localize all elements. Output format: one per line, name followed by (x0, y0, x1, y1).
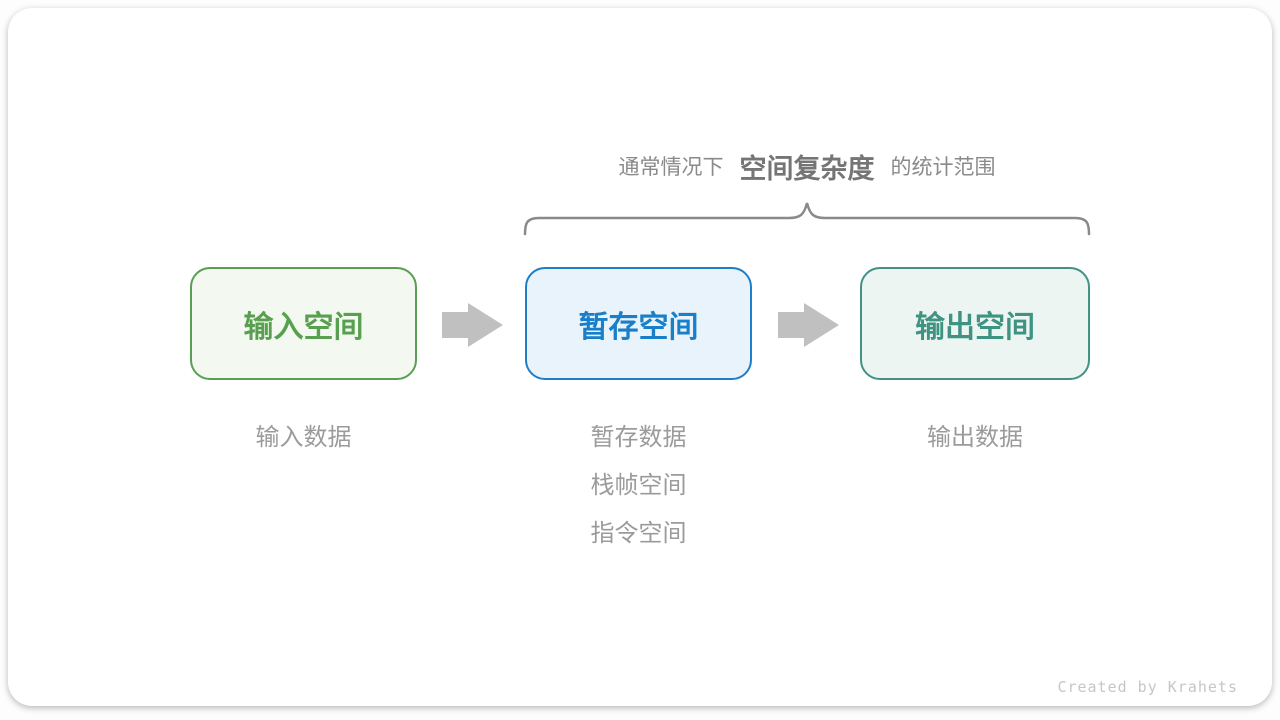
box-temporary-space-label: 暂存空间 (578, 310, 699, 344)
note-item: 输入数据 (255, 424, 352, 451)
arrow-right-icon (442, 303, 503, 347)
box-input-space: 输入空间 (190, 267, 417, 380)
annotation-highlight: 空间复杂度 (739, 153, 875, 184)
note-item: 指令空间 (590, 520, 687, 547)
annotation-prefix: 通常情况下 (618, 156, 724, 179)
notes-temporary-space: 暂存数据 栈帧空间 指令空间 (525, 424, 752, 548)
note-item: 暂存数据 (590, 424, 687, 451)
scope-annotation: 通常情况下 空间复杂度 的统计范围 (523, 146, 1091, 186)
box-output-space-label: 输出空间 (915, 310, 1035, 344)
curly-brace-icon (523, 202, 1091, 236)
arrow-right-icon (778, 303, 839, 347)
notes-output-space: 输出数据 (860, 424, 1090, 452)
annotation-suffix: 的统计范围 (890, 156, 996, 179)
notes-input-space: 输入数据 (190, 424, 417, 452)
note-item: 输出数据 (927, 424, 1023, 451)
box-temporary-space: 暂存空间 (525, 267, 752, 380)
credit-text: Created by Krahets (1057, 678, 1238, 696)
box-output-space: 输出空间 (860, 267, 1090, 380)
box-input-space-label: 输入空间 (243, 310, 364, 344)
note-item: 栈帧空间 (590, 472, 687, 499)
